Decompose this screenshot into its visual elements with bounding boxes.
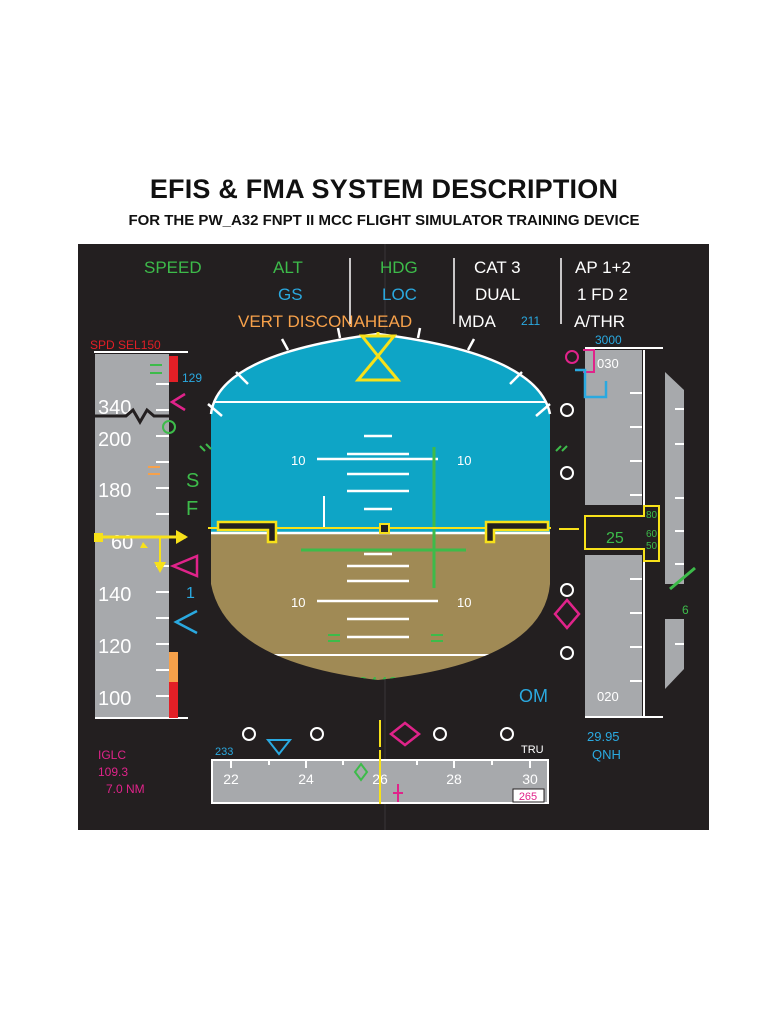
altitude-drum-50: 50: [646, 541, 658, 552]
fma-dual: DUAL: [475, 285, 520, 304]
glideslope-scale: [560, 403, 574, 660]
fma-ap: AP 1+2: [575, 258, 631, 277]
heading-label-24: 24: [298, 771, 314, 787]
fma-mda-label: MDA: [458, 312, 496, 331]
altitude-target-bug: [575, 368, 608, 399]
baro-qnh-label: QNH: [592, 747, 621, 762]
ils-ident: IGLC: [98, 748, 126, 762]
altitude-label-020: 020: [597, 689, 619, 704]
sky: [211, 334, 550, 533]
glideslope-diamond: [553, 598, 581, 630]
selected-heading-triangle: [265, 739, 293, 756]
amber-speed-marks: [148, 466, 160, 475]
heading-label-22: 22: [223, 771, 239, 787]
altitude-drum-80: 80: [646, 510, 658, 521]
vsi-needle: [669, 566, 696, 591]
speed-indicator: [94, 530, 188, 573]
speed-label-180: 180: [98, 480, 131, 502]
localizer-scale: [242, 727, 514, 741]
overspeed-barber-pole: [95, 407, 173, 425]
radio-altitude: 2440: [358, 674, 398, 694]
f-speed-label: F: [186, 498, 198, 520]
speed-label-200: 200: [98, 429, 131, 451]
primary-flight-display: SPEED ALT GS HDG LOC VERT DISCONAHEAD CA…: [78, 244, 709, 830]
fma-hdg: HDG: [380, 258, 418, 277]
ils-course: 265: [519, 791, 537, 803]
vsi-value: 6: [682, 603, 689, 617]
altitude-current: 25: [606, 530, 624, 547]
speed-mach: 129: [182, 371, 202, 385]
altitude-ticks: [630, 392, 642, 682]
vertical-speed-indicator: 6: [665, 372, 696, 689]
pitch-label-10-left-down: 10: [291, 595, 305, 610]
speed-label-120: 120: [98, 636, 131, 658]
roll-pointer: [354, 332, 402, 382]
heading-label-30: 30: [522, 771, 538, 787]
speed-trend-marker: [169, 392, 186, 412]
target-altitude: 3000: [595, 333, 622, 347]
pitch-label-10-right-up: 10: [457, 453, 471, 468]
fma-mda-value: 211: [521, 314, 540, 328]
altitude-label-030: 030: [597, 356, 619, 371]
valpha-red-band: [169, 662, 178, 718]
marker-beacon: OM: [519, 686, 548, 706]
fma-separators: [349, 258, 562, 324]
fma-speed: SPEED: [144, 258, 202, 277]
fma-alt: ALT: [273, 258, 303, 277]
speed-label-60: 60: [111, 532, 133, 554]
fma-gs: GS: [278, 285, 303, 304]
v1-label: 1: [186, 585, 195, 602]
speed-label-100: 100: [98, 688, 131, 710]
heading-label-28: 28: [446, 771, 462, 787]
pitch-ladder: [317, 434, 438, 639]
ils-course-box: [512, 788, 545, 803]
fma-fd: 1 FD 2: [577, 285, 628, 304]
target-speed-triangle: [169, 554, 199, 578]
speed-label-340: 340: [98, 397, 131, 419]
v1-marker: [173, 609, 198, 635]
roll-scale: [207, 327, 551, 417]
heading-reference: TRU: [521, 744, 544, 756]
altitude-readout: 25 80 60 50: [584, 505, 660, 562]
ils-distance: 7.0 NM: [106, 782, 145, 796]
speed-label-140: 140: [98, 584, 131, 606]
document-subtitle: FOR THE PW_A32 FNPT II MCC FLIGHT SIMULA…: [128, 212, 640, 229]
valpha-prot-amber-band: [169, 652, 178, 682]
localizer-diamond: [388, 721, 422, 747]
altitude-tape-lower: [585, 555, 642, 717]
speed-select-label: SPD SEL150: [90, 338, 161, 352]
altitude-drum-60: 60: [646, 529, 658, 540]
pitch-label-10-right-down: 10: [457, 595, 471, 610]
fma-athr: A/THR: [574, 312, 625, 331]
green-speed-marks: [150, 364, 162, 374]
selected-heading: 233: [215, 746, 233, 758]
bank-limit-marks: [199, 443, 568, 452]
aircraft-symbol: [208, 520, 551, 544]
baro-setting: 29.95: [587, 729, 620, 744]
fma-cat3: CAT 3: [474, 258, 521, 277]
ils-frequency: 109.3: [98, 765, 128, 779]
green-dot: [162, 420, 176, 434]
document-title: EFIS & FMA SYSTEM DESCRIPTION: [149, 174, 619, 204]
fma-loc: LOC: [382, 285, 417, 304]
s-speed-label: S: [186, 470, 199, 492]
vmax-red-band: [169, 356, 178, 382]
fma-vert-discon: VERT DISCONAHEAD: [238, 312, 412, 331]
pitch-label-10-left-up: 10: [291, 453, 305, 468]
ils-course-pointer: [393, 784, 403, 802]
track-diamond: [353, 762, 369, 782]
